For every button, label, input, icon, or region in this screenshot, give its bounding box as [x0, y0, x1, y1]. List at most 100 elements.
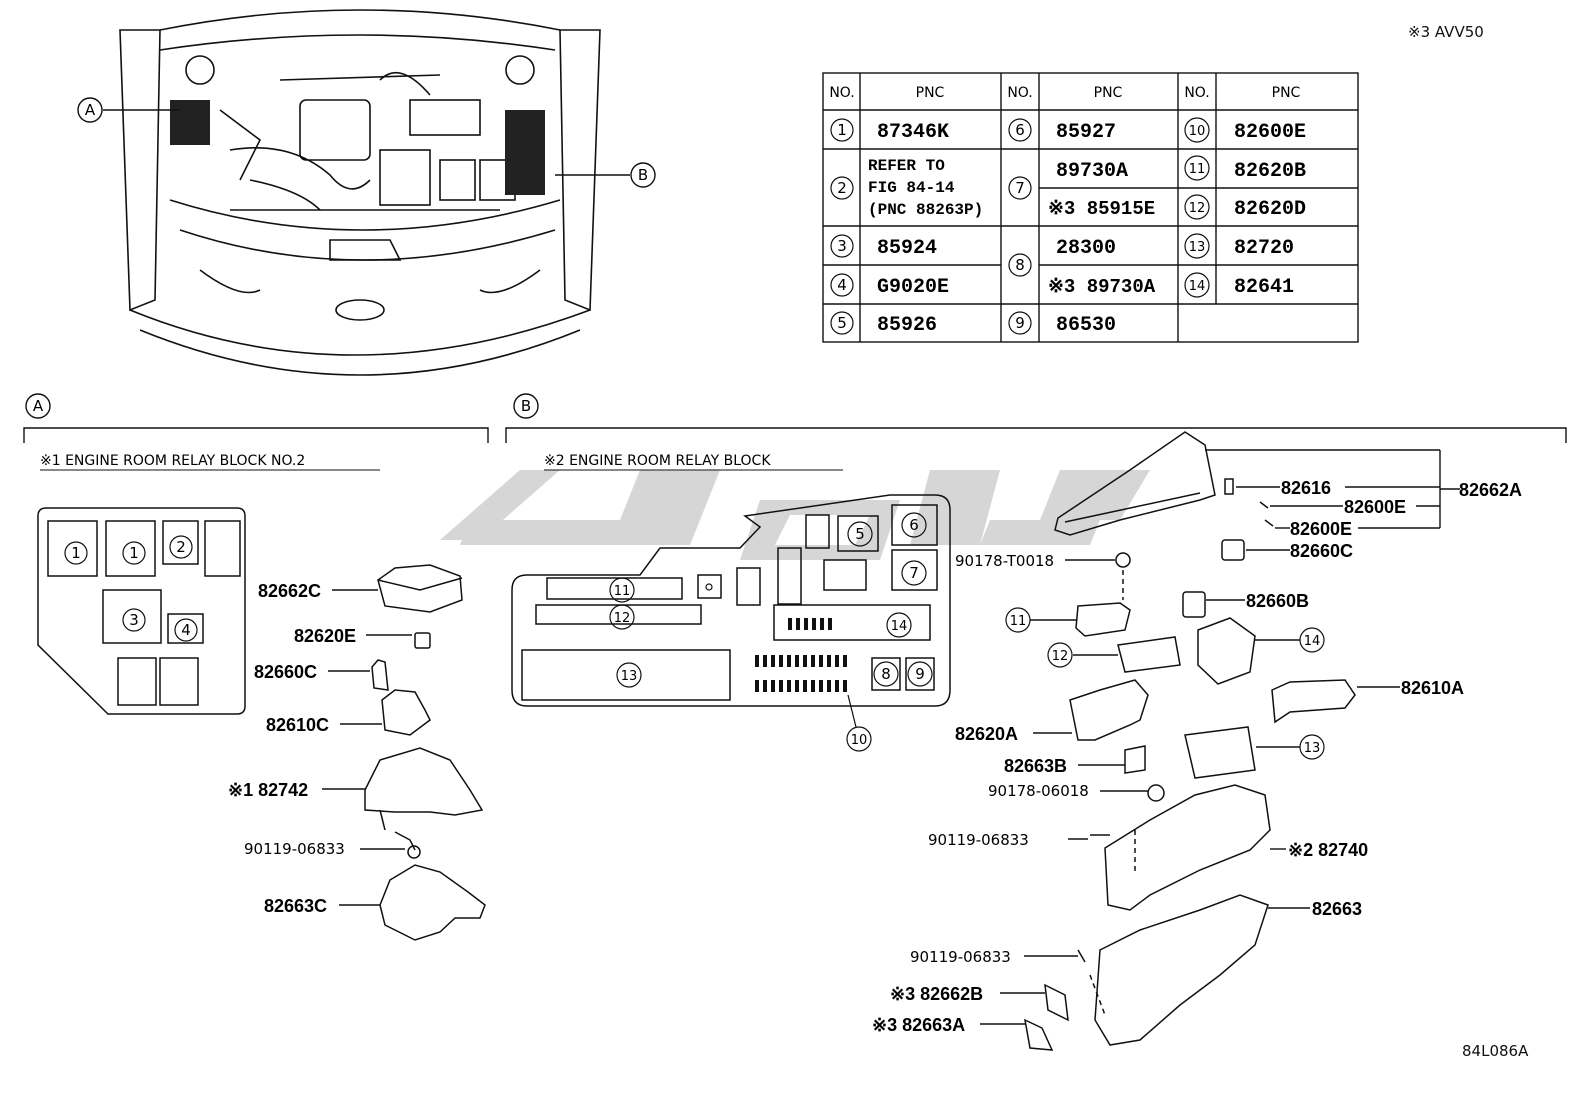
part-label: 82663C [264, 896, 327, 916]
table-cell-no: 9 [1015, 314, 1025, 332]
table-cell-pnc: 82620D [1234, 198, 1306, 221]
pnc-table: NO. PNC NO. PNC NO. PNC 1 87346K 2 REFER… [822, 72, 1359, 343]
table-cell-no: 11 [1189, 162, 1206, 177]
table-cell-pnc: 85926 [877, 314, 937, 337]
table-cell-no: 3 [837, 237, 847, 255]
part-label: 82662C [258, 581, 321, 601]
part-label: ※1 82742 [228, 780, 308, 800]
engine-callout-a-label: A [85, 101, 96, 119]
relay-block-layout [511, 494, 951, 707]
block-b-label: 5 [855, 525, 865, 543]
table-header: NO. [1184, 85, 1209, 101]
table-cell-pnc: 85924 [877, 237, 937, 260]
section-a-title: ※1 ENGINE ROOM RELAY BLOCK NO.2 [40, 453, 305, 469]
engine-bay-illustration [119, 9, 601, 376]
table-cell-no: 1 [837, 121, 847, 139]
watermark-logo [440, 470, 1150, 560]
part-label: 90178-T0018 [955, 552, 1054, 570]
part-label: 82620A [955, 724, 1018, 744]
table-cell-pnc: ※3 85915E [1048, 198, 1155, 220]
svg-text:B: B [521, 397, 531, 415]
model-note: ※3 AVV50 [1408, 23, 1484, 41]
section-b-bracket [505, 427, 1567, 443]
table-cell-pnc: 28300 [1056, 237, 1116, 260]
block-b-label: 14 [891, 619, 908, 634]
part-label: 82660C [254, 662, 317, 682]
section-a-parts-illustration [364, 564, 486, 941]
part-label: 82610C [266, 715, 329, 735]
section-b-marker: B [513, 393, 539, 419]
table-header: PNC [1272, 85, 1301, 101]
part-label: 82663B [1004, 756, 1067, 776]
section-a-bracket [23, 427, 489, 443]
table-cell-no: 8 [1015, 256, 1025, 274]
table-cell-no: 12 [1189, 201, 1206, 216]
block-b-label: 6 [909, 516, 919, 534]
block-b-label: 12 [614, 611, 631, 626]
part-label: 90119-06833 [928, 831, 1029, 849]
block-a-label: 4 [181, 621, 191, 639]
part-callout: 13 [1304, 741, 1321, 756]
table-cell-no: 2 [837, 179, 847, 197]
part-label: 90178-06018 [988, 782, 1089, 800]
block-a-label: 1 [129, 544, 139, 562]
table-header: NO. [1007, 85, 1032, 101]
table-cell-pnc-line: (PNC 88263P) [868, 201, 983, 219]
engine-bay-dark-blocks [170, 100, 545, 195]
block-b-label: 10 [851, 733, 868, 748]
table-cell-no: 14 [1189, 279, 1206, 294]
table-cell-no: 10 [1189, 124, 1206, 139]
part-label: 82620E [294, 626, 356, 646]
part-callout: 14 [1304, 634, 1321, 649]
engine-callout-b-label: B [638, 166, 648, 184]
block-b-label: 13 [621, 669, 638, 684]
part-label: 82660B [1246, 591, 1309, 611]
table-cell-no: 5 [837, 314, 847, 332]
block-b-label: 7 [909, 564, 919, 582]
block-a-label: 1 [71, 544, 81, 562]
table-cell-pnc: 82620B [1234, 160, 1306, 183]
table-cell-pnc: 89730A [1056, 160, 1128, 183]
part-label: 82610A [1401, 678, 1464, 698]
part-label: 82600E [1344, 497, 1406, 517]
engine-callout-b: B [555, 162, 656, 188]
part-label: 82660C [1290, 541, 1353, 561]
table-cell-no: 13 [1189, 240, 1206, 255]
part-label: 82600E [1290, 519, 1352, 539]
table-cell-pnc: ※3 89730A [1048, 276, 1156, 298]
svg-text:A: A [33, 397, 44, 415]
table-cell-pnc: 86530 [1056, 314, 1116, 337]
part-label: 82663 [1312, 899, 1362, 919]
table-cell-pnc: G9020E [877, 276, 949, 299]
engine-callout-a: A [77, 97, 180, 123]
block-b-label: 11 [614, 584, 631, 599]
part-label: ※3 82662B [890, 984, 983, 1004]
table-cell-pnc-line: REFER TO [868, 157, 945, 175]
table-cell-pnc: 85927 [1056, 121, 1116, 144]
section-b-title: ※2 ENGINE ROOM RELAY BLOCK [544, 453, 771, 469]
part-label: 82616 [1281, 478, 1331, 498]
table-cell-pnc-line: FIG 84-14 [868, 179, 955, 197]
section-b-parts-illustration [1024, 431, 1356, 1051]
table-header: NO. [829, 85, 854, 101]
part-label: ※2 82740 [1288, 840, 1368, 860]
table-cell-no: 6 [1015, 121, 1025, 139]
table-cell-no: 7 [1015, 179, 1025, 197]
block-a-label: 2 [176, 538, 186, 556]
relay-block-no2-layout [37, 507, 246, 715]
table-header: PNC [1094, 85, 1123, 101]
table-cell-no: 4 [837, 276, 847, 294]
block-b-label: 9 [915, 665, 925, 683]
block-a-label: 3 [129, 611, 139, 629]
table-cell-pnc: 82600E [1234, 121, 1306, 144]
part-label: 82662A [1459, 480, 1522, 500]
part-label: ※3 82663A [872, 1015, 965, 1035]
part-callout: 11 [1010, 614, 1027, 629]
section-a-marker: A [25, 393, 51, 419]
table-header: PNC [916, 85, 945, 101]
block-b-label: 8 [881, 665, 891, 683]
table-cell-pnc: 87346K [877, 121, 949, 144]
part-callout: 12 [1052, 649, 1069, 664]
table-cell-pnc: 82641 [1234, 276, 1294, 299]
